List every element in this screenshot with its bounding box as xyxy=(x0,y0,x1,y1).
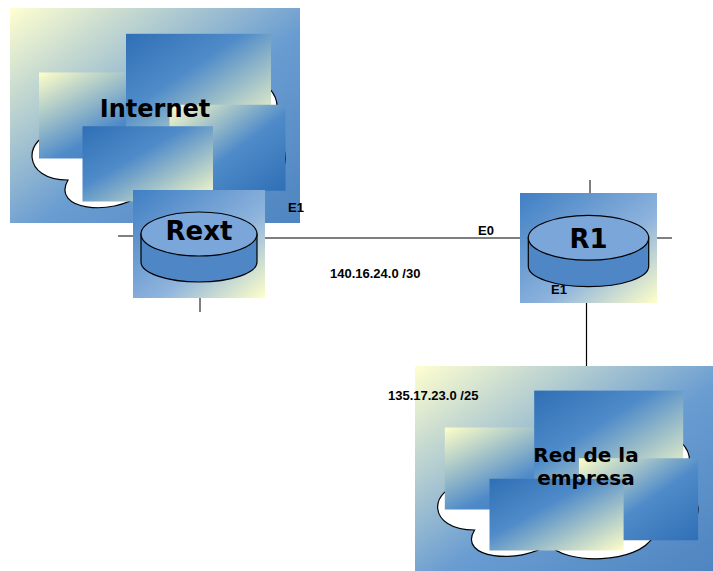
node-label: Rext xyxy=(166,217,233,247)
subnet-label: 135.17.23.0 /25 xyxy=(388,388,478,403)
router-node: Rext xyxy=(133,190,265,298)
port-stub xyxy=(200,298,201,312)
port-stub xyxy=(118,236,133,237)
port-stub xyxy=(590,180,591,193)
interface-label: E1 xyxy=(288,200,304,215)
node-label: Internet xyxy=(100,96,210,124)
port-stub xyxy=(657,238,672,239)
node-label: R1 xyxy=(569,225,607,255)
link-line xyxy=(586,303,587,366)
node-label: Red de la empresa xyxy=(511,444,661,490)
interface-label: E0 xyxy=(478,223,494,238)
interface-label: E1 xyxy=(551,282,567,297)
router-node: R1 xyxy=(520,193,657,303)
subnet-label: 140.16.24.0 /30 xyxy=(330,266,420,281)
